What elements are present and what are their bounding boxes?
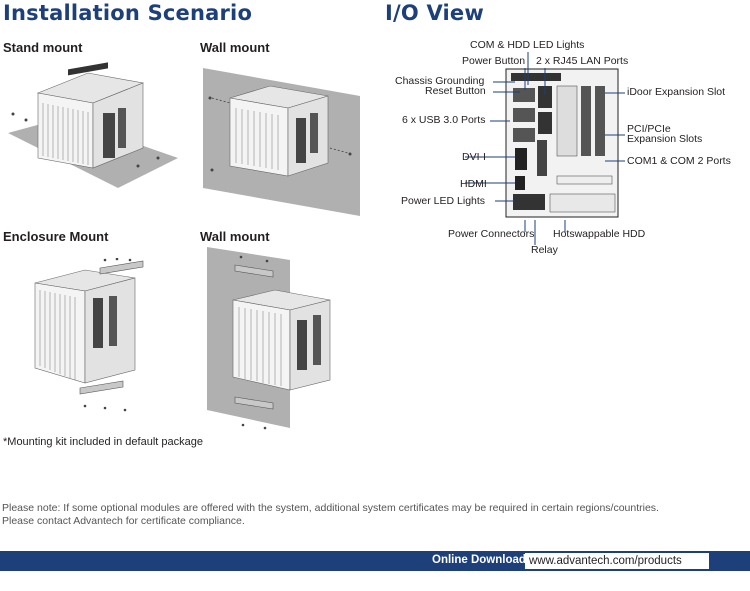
wall-mount-illustration [203, 68, 360, 216]
stand-mount-title: Stand mount [3, 40, 83, 55]
label-dvi: DVI-I [462, 151, 486, 163]
label-hdmi: HDMI [460, 178, 487, 190]
label-com-hdd-led: COM & HDD LED Lights [470, 39, 585, 51]
mounting-kit-note: *Mounting kit included in default packag… [3, 436, 203, 448]
label-chassis-grounding: Chassis Grounding [395, 75, 485, 87]
enclosure-mount-title: Enclosure Mount [3, 229, 109, 244]
io-callout-lines [465, 52, 625, 245]
label-idoor: iDoor Expansion Slot [627, 86, 726, 98]
io-view-heading: I/O View [385, 1, 484, 25]
online-download-label: Online Download [432, 554, 526, 566]
io-front-panel-illustration [505, 68, 619, 218]
label-rj45: 2 x RJ45 LAN Ports [536, 55, 629, 67]
online-download-link[interactable]: www.advantech.com/products [525, 553, 709, 569]
label-usb: 6 x USB 3.0 Ports [402, 114, 486, 126]
label-power-led: Power LED Lights [401, 195, 486, 207]
notice-line-2: Please contact Advantech for certificate… [2, 515, 245, 527]
label-reset-button: Reset Button [425, 85, 486, 97]
wall-mount-2-title: Wall mount [200, 229, 270, 244]
label-power-button: Power Button [462, 55, 526, 67]
footer-bar: Online Download www.advantech.com/produc… [0, 551, 750, 571]
label-com12: COM1 & COM 2 Ports [627, 155, 731, 167]
label-pci-line2: Expansion Slots [627, 133, 703, 145]
installation-scenario-heading: Installation Scenario [3, 1, 253, 25]
wall-mount-title: Wall mount [200, 40, 270, 55]
notice-line-1: Please note: If some optional modules ar… [2, 502, 659, 514]
enclosure-mount-illustration [34, 258, 144, 412]
stand-mount-illustration [8, 62, 178, 188]
label-pci-line1: PCI/PCIe [627, 123, 671, 135]
label-relay: Relay [531, 244, 558, 256]
label-power-connectors: Power Connectors [448, 228, 535, 240]
label-hdd: Hotswappable HDD [553, 228, 646, 240]
wall-mount-2-illustration [207, 247, 331, 430]
